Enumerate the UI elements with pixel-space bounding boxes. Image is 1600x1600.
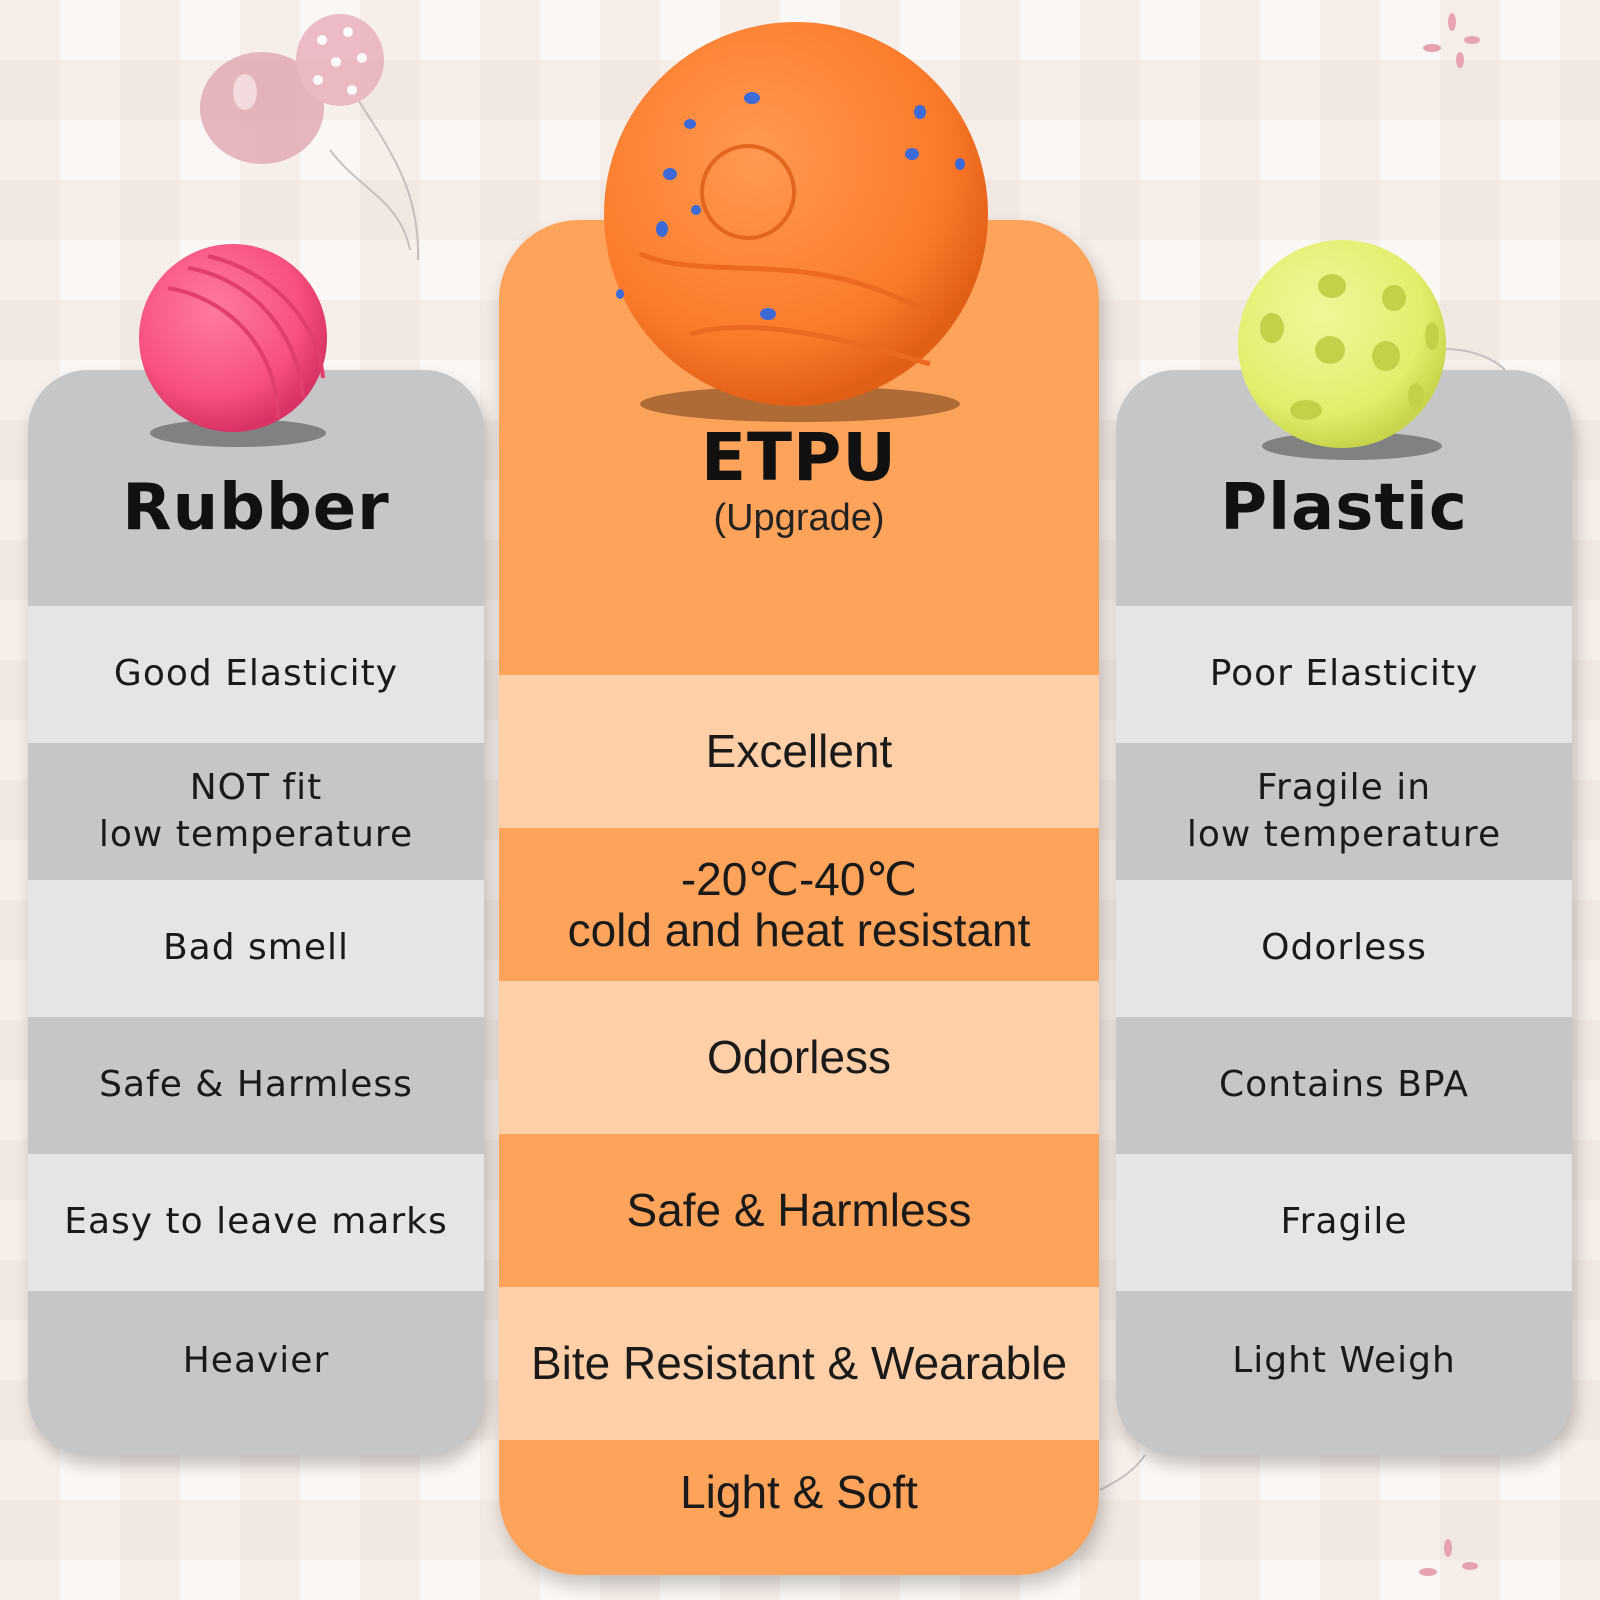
rubber-column: Rubber Good Elasticity NOT fit low tempe… [28, 370, 484, 1455]
etpu-row-safety: Safe & Harmless [626, 1184, 972, 1237]
etpu-row-temperature: -20℃-40℃ cold and heat resistant [567, 852, 1031, 956]
rubber-title: Rubber [122, 471, 390, 545]
rubber-row-elasticity: Good Elasticity [28, 606, 484, 743]
plastic-column: Plastic Poor Elasticity Fragile in low t… [1116, 370, 1572, 1455]
plastic-row-weight: Light Weigh [1232, 1339, 1456, 1381]
plastic-title: Plastic [1220, 471, 1468, 545]
plastic-row-smell: Odorless [1116, 880, 1572, 1017]
etpu-title: ETPU [700, 419, 898, 496]
plastic-ball-icon [1238, 240, 1446, 460]
plastic-header: Plastic [1116, 370, 1572, 606]
etpu-row-weight: Light & Soft [680, 1466, 918, 1519]
rubber-row-smell: Bad smell [28, 880, 484, 1017]
plastic-row-bpa: Contains BPA [1219, 1064, 1469, 1106]
etpu-subtitle: (Upgrade) [713, 497, 885, 539]
rubber-row-temperature: NOT fit low temperature [98, 766, 414, 855]
plastic-row-temperature: Fragile in low temperature [1186, 766, 1502, 855]
etpu-row-smell: Odorless [499, 981, 1099, 1134]
rubber-row-weight: Heavier [182, 1339, 330, 1381]
etpu-ball-icon [604, 22, 988, 422]
balloon-icon [200, 14, 420, 261]
sparkle-icon [1419, 1539, 1478, 1576]
plastic-row-elasticity: Poor Elasticity [1116, 606, 1572, 743]
etpu-row-durability: Bite Resistant & Wearable [499, 1287, 1099, 1440]
rubber-row-marks: Easy to leave marks [28, 1154, 484, 1291]
rubber-row-safety: Safe & Harmless [99, 1064, 413, 1106]
etpu-header: ETPU (Upgrade) [499, 220, 1099, 675]
plastic-row-fragile: Fragile [1116, 1154, 1572, 1291]
sparkle-icon [1423, 13, 1480, 68]
etpu-column: ETPU (Upgrade) Excellent -20℃-40℃ cold a… [499, 220, 1099, 1575]
etpu-row-elasticity: Excellent [499, 675, 1099, 828]
rubber-ball-icon [139, 244, 327, 447]
rubber-header: Rubber [28, 370, 484, 606]
